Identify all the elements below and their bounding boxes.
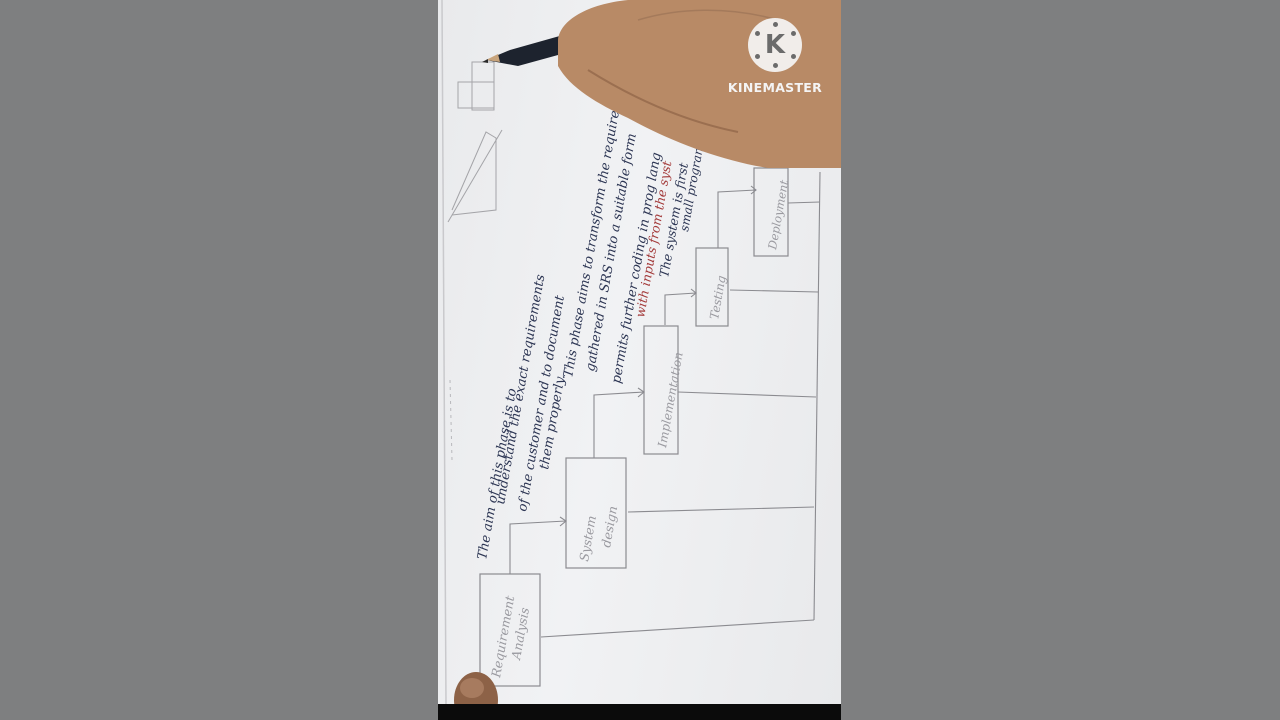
video-bottom-bar [438,704,841,720]
box-label-deployment: Deployment [765,179,791,252]
letterbox-right [841,0,1280,720]
box-requirement-analysis: Requirement Analysis [479,573,541,687]
kinemaster-brand-text: KINEMASTER [727,80,823,95]
box-testing: Testing [695,247,729,327]
box-label-implementation: Implementation [655,351,686,449]
box-deployment: Deployment [753,167,791,257]
box-system-design: System design [565,457,627,569]
box-label-testing: Testing [707,274,729,320]
box-implementation: Implementation [643,325,686,455]
note-requirement: The aim of this phase is to understand t… [475,273,568,561]
kinemaster-watermark: K KINEMASTER [720,18,830,95]
letterbox-left [0,0,438,720]
logo-letter: K [764,30,786,60]
diagram-connectors [509,171,821,638]
kinemaster-logo-icon: K [748,18,802,72]
box-label-design: design [598,505,620,549]
video-frame: Requirement Analysis System design Imple… [438,0,841,704]
notebook-page: Requirement Analysis System design Imple… [441,0,841,704]
pencil-sketch [447,61,503,223]
box-label-system: System [576,514,599,562]
